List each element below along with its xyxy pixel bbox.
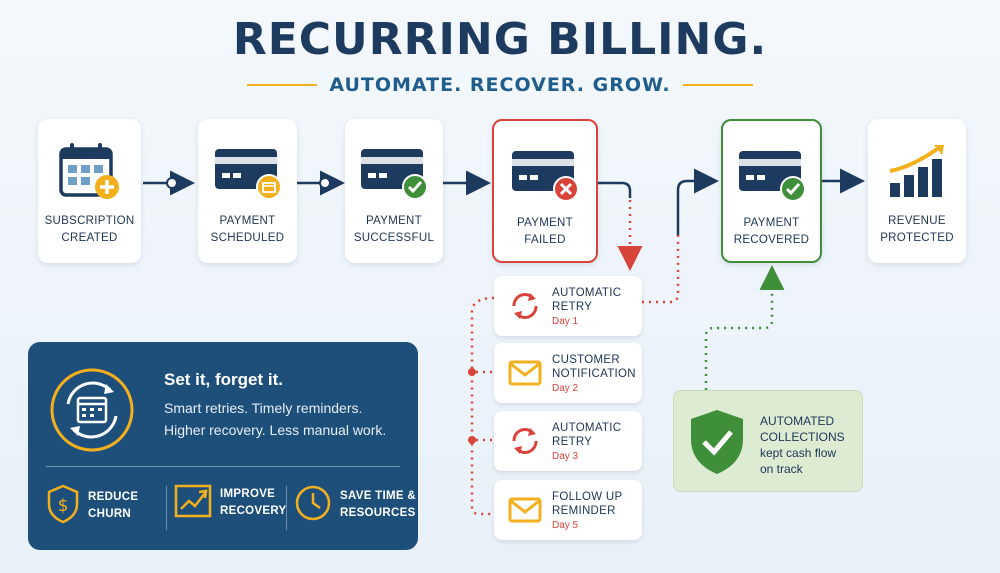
collections-text: AUTOMATED COLLECTIONS kept cash flow on …	[760, 414, 845, 476]
benefit-label: SAVE TIME &RESOURCES	[340, 490, 416, 519]
step-day: Day 5	[552, 519, 579, 531]
shield-check-icon	[686, 407, 748, 477]
benefit-separator	[166, 486, 167, 530]
connector-node-1	[166, 177, 178, 189]
subtitle-row: AUTOMATE. RECOVER. GROW.	[0, 74, 1000, 96]
card-x-icon	[510, 143, 580, 205]
svg-text:$: $	[58, 496, 69, 516]
calendar-plus-icon	[55, 141, 125, 203]
benefit-separator	[286, 486, 287, 530]
retry-icon	[506, 422, 544, 460]
card-check-icon	[737, 143, 807, 205]
promo-panel: Set it, forget it. Smart retries. Timely…	[28, 342, 418, 550]
page-subtitle: AUTOMATE. RECOVER. GROW.	[329, 74, 671, 96]
retry-icon	[506, 287, 544, 325]
subtitle-divider-left	[247, 84, 318, 86]
dollar-shield-icon: $	[46, 484, 80, 528]
step-day: Day 2	[552, 382, 579, 394]
card-clock-icon	[213, 141, 283, 203]
envelope-icon	[506, 354, 544, 392]
envelope-icon	[506, 491, 544, 529]
spine-node-3	[468, 436, 476, 444]
promo-divider	[46, 466, 400, 467]
card-check-icon	[359, 141, 429, 203]
promo-line-2: Higher recovery. Less manual work.	[164, 422, 387, 438]
trend-up-icon	[174, 484, 212, 522]
promo-line-1: Smart retries. Timely reminders.	[164, 400, 363, 416]
promo-title: Set it, forget it.	[164, 370, 283, 389]
page-title: RECURRING BILLING.	[232, 14, 768, 65]
connector-up-to-recovered	[676, 168, 719, 235]
calendar-cycle-icon	[48, 366, 136, 454]
connector-failed-down	[598, 181, 632, 198]
connector-collections-recovered	[704, 265, 785, 390]
step-day: Day 1	[552, 315, 579, 327]
recovery-spine-dotted	[470, 296, 495, 516]
step-day: Day 3	[552, 450, 579, 462]
growth-chart-icon	[882, 141, 952, 203]
automated-collections-card: AUTOMATED COLLECTIONS kept cash flow on …	[673, 390, 863, 492]
subtitle-divider-right	[682, 84, 753, 86]
spine-node-2	[468, 368, 476, 376]
benefit-save-time: SAVE TIME &RESOURCES	[294, 484, 416, 526]
connector-retry-recovered-dotted	[642, 235, 680, 304]
clock-icon	[294, 484, 332, 526]
connector-node-2	[319, 177, 331, 189]
